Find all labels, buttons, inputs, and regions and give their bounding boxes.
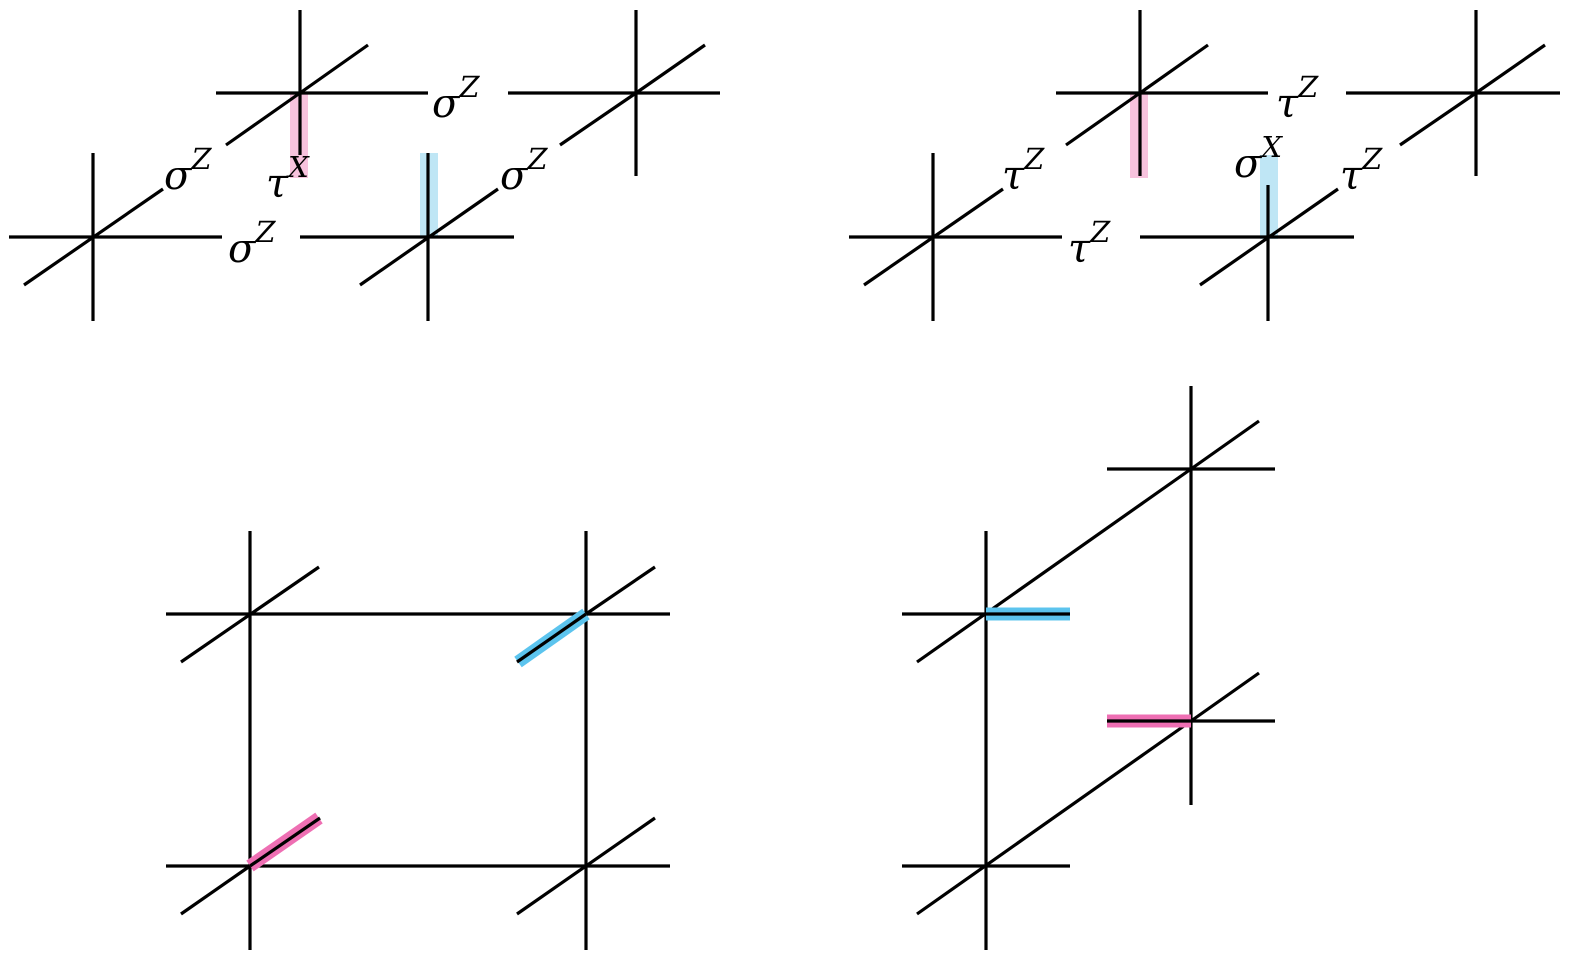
lattice-edge — [516, 612, 587, 664]
lattice-edge — [1139, 43, 1209, 95]
lattice-edge — [1475, 43, 1546, 95]
panel-bottom-left — [166, 531, 670, 950]
operator-label-sigma-z-left: σZ — [164, 142, 212, 199]
panel-top-left: σZ σZ τX σZ σZ — [9, 10, 720, 321]
operator-label-sigma-x: σX — [1234, 130, 1283, 187]
lattice-edge — [516, 816, 656, 916]
lattice-edge — [1199, 187, 1339, 287]
operator-label-tau-x: τX — [266, 150, 310, 207]
lattice-edge — [1399, 91, 1477, 147]
lattice-edge — [863, 187, 1004, 287]
panel-top-right: τZ τZ σX τZ τZ — [849, 10, 1560, 321]
lattice-edge — [249, 816, 321, 868]
lattice-edge — [585, 565, 656, 616]
lattice-edge — [359, 187, 499, 287]
operator-label-tau-z-bottom: τZ — [1068, 215, 1111, 272]
lattice-edge — [559, 91, 637, 147]
lattice-edge — [180, 864, 251, 916]
lattice-edge — [225, 91, 301, 147]
operator-label-tau-z-right: τZ — [1340, 142, 1383, 199]
operator-label-sigma-z-top: σZ — [432, 70, 480, 127]
operator-label-sigma-z-right: σZ — [500, 142, 548, 199]
panel-bottom-right — [902, 386, 1275, 950]
lattice-edge — [916, 467, 1192, 664]
lattice-edge — [916, 719, 1192, 916]
lattice-edge — [635, 43, 706, 95]
operator-label-tau-z-top: τZ — [1276, 70, 1319, 127]
lattice-edge — [23, 187, 164, 287]
lattice-edge — [1190, 419, 1260, 471]
lattice-edge — [180, 565, 320, 664]
lattice-edge — [1190, 671, 1260, 723]
operator-label-sigma-z-bottom: σZ — [228, 215, 276, 272]
lattice-edge — [1065, 91, 1141, 147]
operator-label-tau-z-left: τZ — [1002, 142, 1045, 199]
lattice-edge — [299, 43, 369, 95]
